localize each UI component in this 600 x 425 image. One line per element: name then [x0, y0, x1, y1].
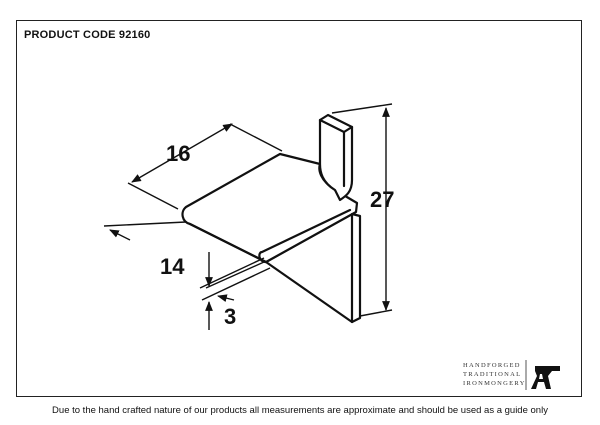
- dim-27-label: 27: [370, 187, 394, 212]
- disclaimer-note: Due to the hand crafted nature of our pr…: [52, 405, 548, 416]
- dim-16-line: [131, 123, 233, 183]
- dim-16-ext-left: [127, 182, 179, 210]
- dim-14-ext-bottom: [205, 261, 265, 289]
- dim-3-leader: [217, 294, 235, 302]
- dim-27-ext-bottom: [359, 309, 393, 317]
- logo-line-3: IRONMONGERY: [463, 380, 526, 387]
- dim-3-ext-bottom: [201, 267, 271, 301]
- dim-16-label: 16: [166, 141, 190, 166]
- dimension-lines: [103, 103, 393, 330]
- dim-14-label: 14: [160, 254, 185, 279]
- dim-14-ext-left: [103, 221, 187, 227]
- dim-16-ext-right: [229, 123, 283, 152]
- dim-14-line: [109, 229, 131, 241]
- logo-line-1: HANDFORGED: [463, 362, 521, 369]
- dim-3-label: 3: [224, 304, 236, 329]
- logo-line-2: TRADITIONAL: [463, 371, 522, 378]
- logo: [525, 360, 560, 390]
- product-code: PRODUCT CODE 92160: [24, 29, 151, 41]
- top-plate-edge: [188, 222, 268, 264]
- drawing-frame: [16, 20, 582, 397]
- bracket-part: [181, 113, 362, 324]
- anvil-A-icon: [531, 366, 560, 389]
- dim-27-ext-top: [331, 103, 393, 114]
